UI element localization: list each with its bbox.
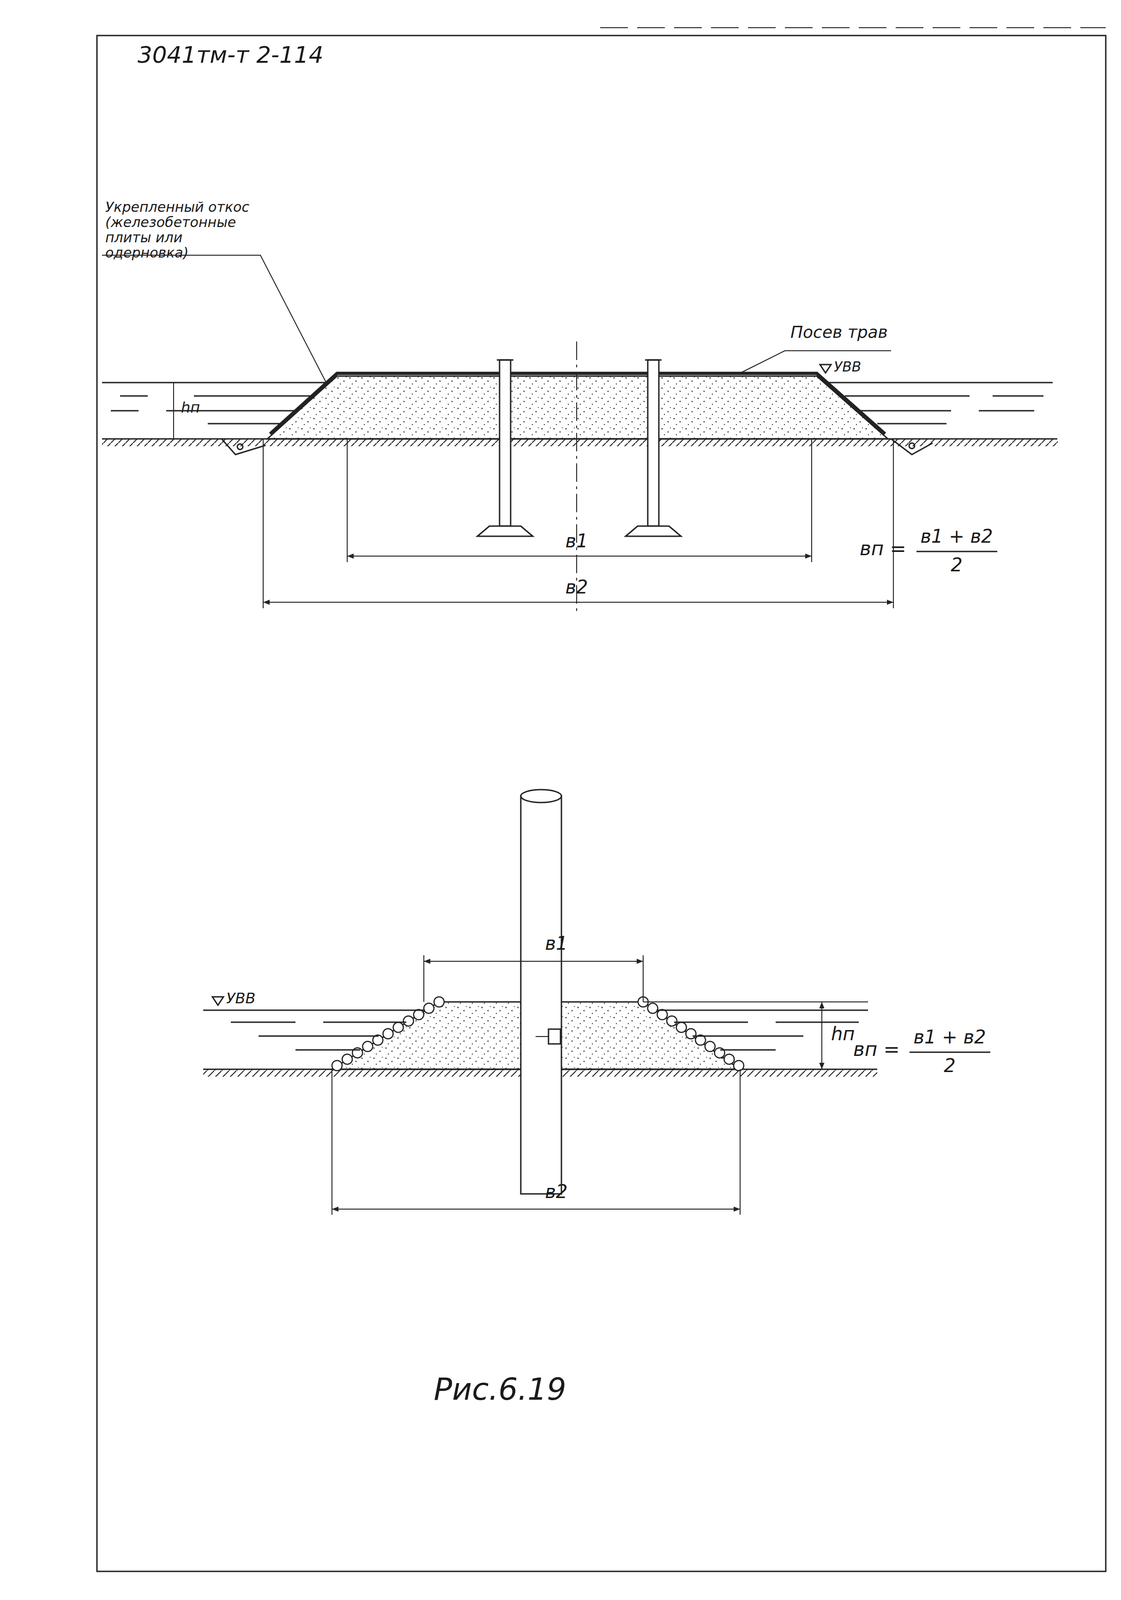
water-level: УВВ (833, 359, 862, 375)
rock (342, 1054, 353, 1065)
note: Посев трав (790, 323, 888, 342)
rock (393, 1022, 404, 1033)
rock (676, 1022, 687, 1033)
rock (723, 1054, 735, 1065)
rock (733, 1060, 744, 1072)
rock (656, 1010, 668, 1021)
rock (403, 1016, 414, 1027)
dimension: hп (180, 399, 200, 416)
note: Укрепленный откос (железобетонные плиты … (105, 199, 258, 261)
figure-caption: Рис.6.19 (433, 1373, 567, 1408)
rock (331, 1060, 343, 1072)
rock (383, 1029, 394, 1040)
rock (647, 1003, 658, 1014)
rock (705, 1042, 716, 1053)
water-level: УВВ (226, 990, 256, 1007)
dimension: в1 (565, 530, 588, 552)
dimension: в2 (544, 1181, 568, 1203)
rock (362, 1042, 373, 1053)
formula: 2 (950, 554, 963, 576)
dimension: hп (831, 1024, 856, 1045)
formula: вп = (853, 1039, 900, 1061)
rock (666, 1016, 677, 1027)
formula: в1 + в2 (913, 1027, 987, 1048)
formula: в1 + в2 (920, 526, 994, 547)
dimension: в1 (544, 933, 568, 954)
formula: 2 (943, 1055, 956, 1077)
rock (423, 1003, 434, 1014)
formula: вп = (859, 538, 907, 560)
dimension: в2 (565, 577, 588, 598)
rock (433, 997, 445, 1008)
rock (413, 1010, 424, 1021)
drawing-number: 3041тм-т 2-114 (137, 42, 324, 68)
rock (686, 1029, 697, 1040)
